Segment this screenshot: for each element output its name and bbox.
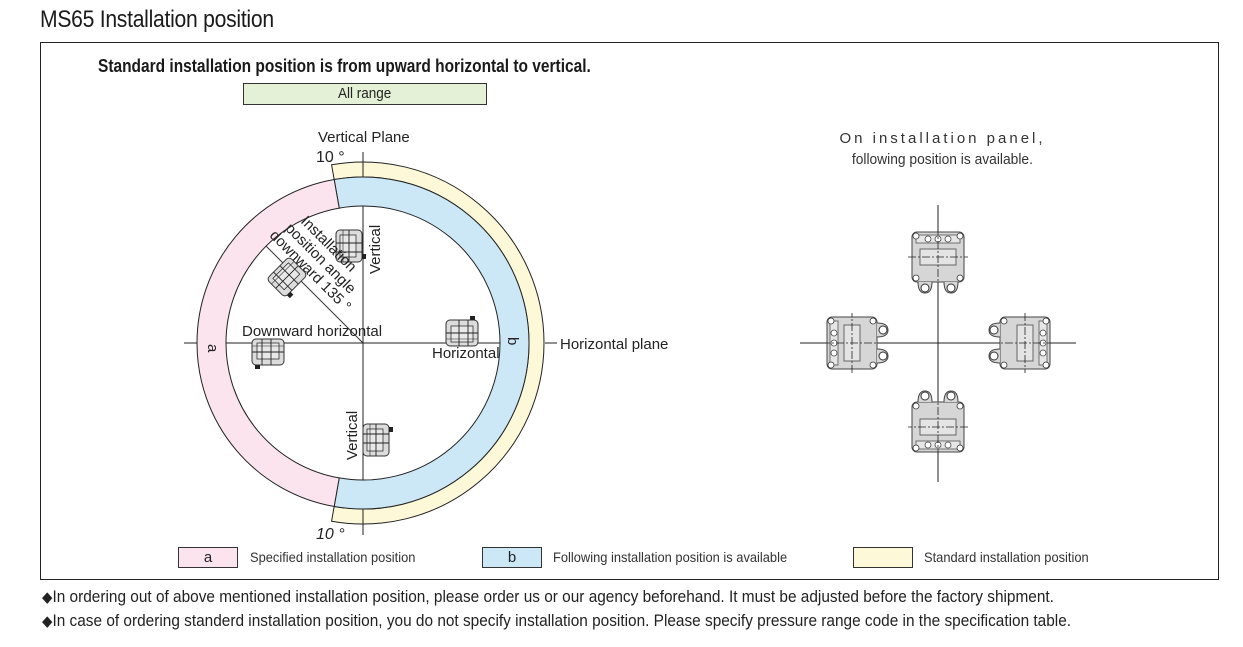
panel-device-bottom-icon [907,390,969,458]
legend-label-standard: Standard installation position [924,549,1089,565]
band-a-label: a [204,344,221,353]
legend-label-b: Following installation position is avail… [553,549,788,565]
diamond-bullet-icon: ◆ [42,589,53,606]
note-2-text: In case of ordering standerd installatio… [52,611,1072,630]
band-b-label: b [504,337,521,345]
available-range-arc [333,176,530,510]
legend-swatch-standard [853,547,913,568]
diagram-frame [40,42,1219,580]
note-2: ◆In case of ordering standerd installati… [42,611,1071,631]
panel-device-left-icon [821,312,889,374]
angle-bottom-label: 10 ° [316,526,345,543]
vertical-top-label: Vertical [367,225,384,274]
angle-top-label: 10 ° [316,149,345,166]
note-1: ◆In ordering out of above mentioned inst… [42,587,1054,607]
downward-horizontal-label: Downward horizontal [242,323,382,340]
page-title: MS65 Installation position [40,6,274,33]
all-range-label: All range [338,85,392,102]
vertical-bottom-label: Vertical [344,411,361,460]
vertical-plane-label: Vertical Plane [318,129,410,146]
diamond-bullet-icon: ◆ [42,613,53,630]
angle-135-line [265,245,364,344]
legend-label-a: Specified installation position [250,549,416,565]
legend-swatch-a: a [178,547,238,568]
legend-swatch-b: b [482,547,542,568]
device-downward-horizontal-icon [251,338,285,370]
all-range-badge: All range [243,83,487,105]
horizontal-label: Horizontal [432,345,500,362]
panel-device-right-icon [988,312,1056,374]
panel-note-line2: following position is available. [851,151,1034,168]
diagram-subtitle: Standard installation position is from u… [98,56,591,76]
specified-range-arc [196,178,340,508]
panel-note-line1: On installation panel, [839,130,1046,147]
panel-note: On installation panel, following positio… [800,128,1085,170]
device-vertical-bottom-icon [362,423,394,457]
panel-device-top-icon [907,226,969,294]
note-1-text: In ordering out of above mentioned insta… [52,587,1054,606]
device-horizontal-icon [445,315,479,347]
horizontal-plane-label: Horizontal plane [560,336,668,353]
